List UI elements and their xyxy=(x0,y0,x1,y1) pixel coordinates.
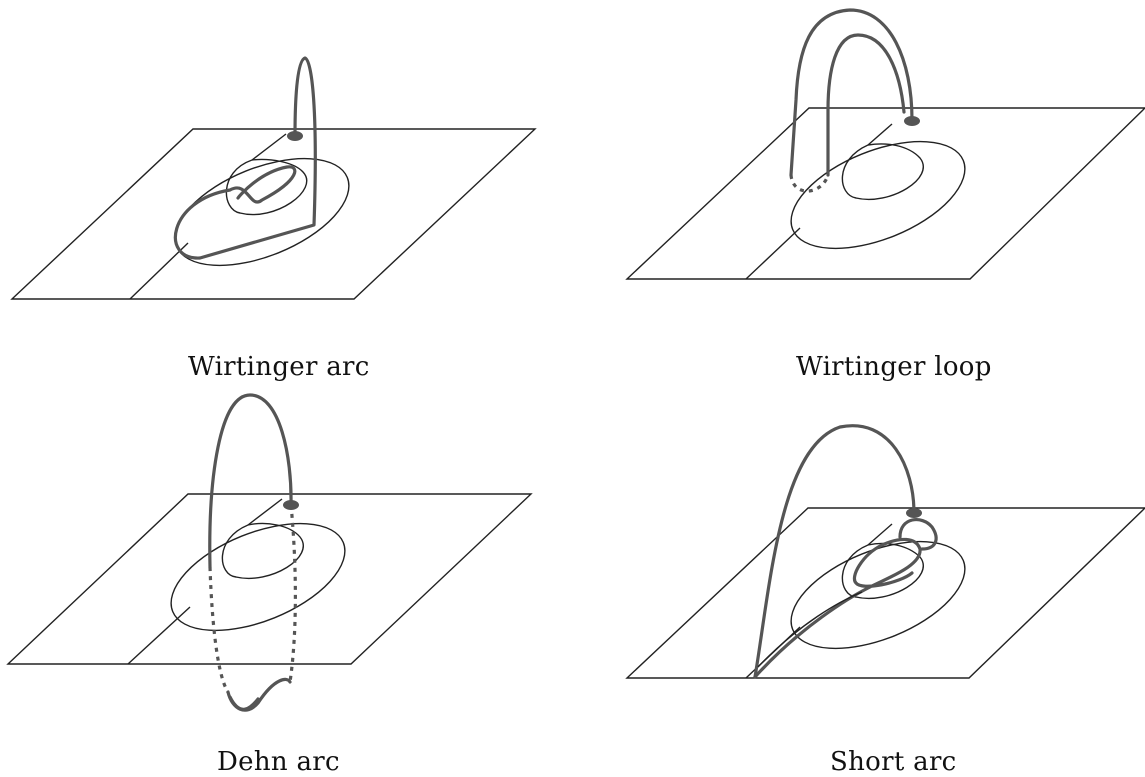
knot-outer-loop xyxy=(170,522,346,632)
knot-inner-loop xyxy=(221,522,304,580)
knot-inner-loop xyxy=(841,143,924,201)
plane xyxy=(625,507,1145,679)
basepoint-dot xyxy=(906,508,922,518)
knot-tail xyxy=(745,227,801,280)
knot-inner-loop xyxy=(225,158,308,216)
knot-outer-loop xyxy=(790,540,966,650)
arc-small-hook xyxy=(898,518,938,551)
dehn-arc-diagram xyxy=(6,393,533,712)
arc-lower xyxy=(226,677,292,712)
knot-strand xyxy=(867,523,893,546)
arc-path xyxy=(173,56,317,260)
wirtinger-loop-diagram xyxy=(625,8,1145,280)
loop-outer xyxy=(789,8,914,177)
basepoint-dot xyxy=(904,116,920,126)
loop-hidden-part xyxy=(789,174,830,193)
caption-short-arc: Short arc xyxy=(830,747,957,777)
plane xyxy=(6,493,533,665)
knot-tail xyxy=(127,606,191,665)
arc-hidden-part xyxy=(208,504,297,693)
arc-parallel xyxy=(757,591,863,668)
arc-along-knot xyxy=(753,537,922,679)
caption-wirtinger-arc: Wirtinger arc xyxy=(188,352,370,382)
short-arc-diagram xyxy=(625,424,1145,679)
panel-wirtinger-arc: Wirtinger arc xyxy=(0,0,560,390)
knot-outer-loop xyxy=(790,140,966,250)
knot-strand xyxy=(247,498,283,526)
panel-short-arc: Short arc xyxy=(600,387,1145,777)
wirtinger-arc-diagram xyxy=(10,56,537,300)
knot-strand xyxy=(251,133,287,161)
knot-inner-loop xyxy=(841,542,924,600)
plane xyxy=(10,128,537,300)
arc-high-loop xyxy=(753,424,916,679)
loop-inner xyxy=(826,33,906,177)
panel-wirtinger-loop: Wirtinger loop xyxy=(600,0,1145,390)
plane xyxy=(625,107,1145,280)
arc-upper xyxy=(208,393,293,569)
basepoint-dot xyxy=(283,500,299,510)
caption-wirtinger-loop: Wirtinger loop xyxy=(796,352,992,382)
knot-tail xyxy=(129,242,189,300)
basepoint-dot xyxy=(287,131,303,141)
panel-dehn-arc: Dehn arc xyxy=(0,387,560,777)
knot-strand xyxy=(867,123,893,146)
caption-dehn-arc: Dehn arc xyxy=(217,747,340,777)
